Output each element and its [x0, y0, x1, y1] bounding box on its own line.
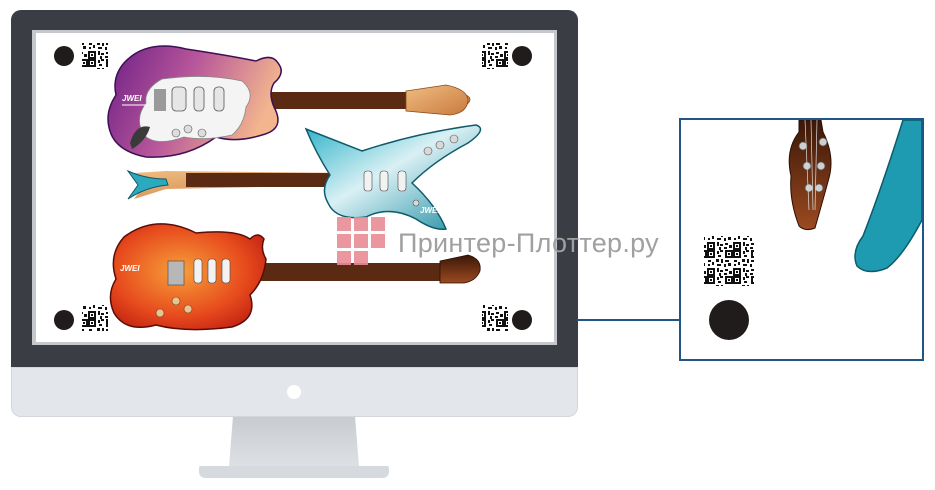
guitar-purple-brand: JWEI: [122, 94, 142, 103]
watermark-text: Принтер-Плоттер.ру: [398, 228, 659, 258]
registration-mark-icon: [54, 310, 74, 330]
qr-code-icon: [482, 43, 508, 69]
guitar-purple-icon: JWEI: [107, 45, 471, 158]
qr-code-icon: [482, 305, 508, 331]
zoom-callout-line: [577, 319, 681, 321]
zoom-callout-icon: [679, 118, 924, 361]
power-button-icon: [287, 385, 301, 399]
guitar-orange-icon: JWEI: [109, 223, 481, 331]
qr-code-icon: [704, 236, 754, 286]
watermark-logo-icon: [337, 217, 385, 265]
guitar-teal-icon: JWEI: [126, 124, 482, 231]
registration-mark-icon: [512, 46, 532, 66]
monitor-stand-base: [199, 466, 389, 478]
registration-mark-icon: [54, 46, 74, 66]
guitar-artwork: JWEI JWEI: [54, 43, 532, 331]
monitor-stand-neck: [229, 417, 359, 467]
print-sheet: JWEI JWEI: [36, 33, 554, 342]
guitar-orange-brand: JWEI: [120, 264, 140, 273]
qr-code-icon: [82, 305, 108, 331]
registration-mark-icon: [709, 300, 749, 340]
zoom-detail-artwork: [704, 120, 922, 340]
registration-mark-icon: [512, 310, 532, 330]
guitar-teal-brand: JWEI: [420, 206, 440, 215]
qr-code-icon: [82, 43, 108, 69]
